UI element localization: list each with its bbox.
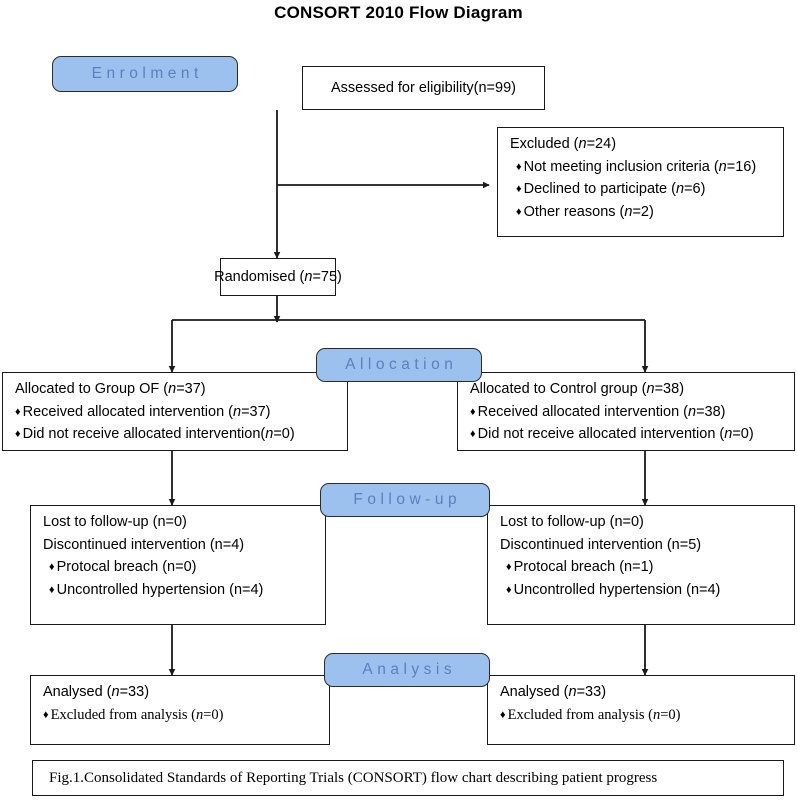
- stage-label-followup: Follow-up: [320, 483, 490, 517]
- followup-left-protocol-breach: Protocal breach (n=0): [43, 560, 313, 575]
- analysed-left-excluded: Excluded from analysis (n=0): [43, 707, 317, 723]
- stage-label-enrolment: Enrolment: [52, 56, 238, 92]
- analysed-right-excluded: Excluded from analysis (n=0): [500, 707, 782, 723]
- randomised-box: Randomised (n=75): [214, 258, 342, 296]
- followup-right-lost: Lost to follow-up (n=0): [500, 514, 644, 530]
- allocated-control-group-box: Allocated to Control group (n=38) Receiv…: [457, 372, 795, 451]
- excluded-reason-other: Other reasons (n=2): [510, 204, 771, 220]
- allocated-control-received: Received allocated intervention (n=38): [470, 404, 782, 420]
- allocated-control-not-received: Did not receive allocated intervention (…: [470, 427, 782, 442]
- followup-control-group-box: Lost to follow-up (n=0) Discontinued int…: [487, 505, 795, 625]
- figure-caption-box: Fig.1.Consolidated Standards of Reportin…: [32, 760, 784, 796]
- randomised-text: Randomised (n=75): [214, 268, 342, 285]
- followup-right-uncontrolled-hypertension: Uncontrolled hypertension (n=4): [500, 582, 782, 598]
- assessed-for-eligibility-box: Assessed for eligibility(n=99): [302, 66, 545, 110]
- followup-left-lost: Lost to follow-up (n=0): [43, 514, 187, 530]
- stage-label-analysis: Analysis: [324, 653, 490, 687]
- figure-caption-text: Fig.1.Consolidated Standards of Reportin…: [49, 769, 658, 786]
- excluded-reason-declined: Declined to participate (n=6): [510, 182, 771, 197]
- stage-label-allocation-text: Allocation: [345, 356, 458, 373]
- allocated-control-header: Allocated to Control group (n=38): [470, 381, 685, 397]
- analysed-right-header: Analysed (n=33): [500, 684, 607, 700]
- followup-left-uncontrolled-hypertension: Uncontrolled hypertension (n=4): [43, 582, 313, 598]
- allocated-group-of-received: Received allocated intervention (n=37): [15, 404, 335, 420]
- stage-label-enrolment-text: Enrolment: [91, 65, 203, 82]
- stage-label-followup-text: Follow-up: [353, 491, 462, 508]
- allocated-group-of-box: Allocated to Group OF (n=37) Received al…: [2, 372, 348, 451]
- followup-group-of-box: Lost to follow-up (n=0) Discontinued int…: [30, 505, 326, 625]
- followup-right-protocol-breach: Protocal breach (n=1): [500, 560, 782, 575]
- analysed-group-of-box: Analysed (n=33) Excluded from analysis (…: [30, 675, 330, 745]
- allocated-group-of-not-received: Did not receive allocated intervention(n…: [15, 427, 335, 442]
- excluded-box: Excluded (n=24) Not meeting inclusion cr…: [497, 127, 784, 237]
- stage-label-analysis-text: Analysis: [362, 661, 457, 678]
- excluded-header: Excluded (n=24): [510, 136, 617, 152]
- followup-right-discontinued: Discontinued intervention (n=5): [500, 536, 702, 553]
- allocated-group-of-header: Allocated to Group OF (n=37): [15, 381, 206, 397]
- followup-left-discontinued: Discontinued intervention (n=4): [43, 536, 245, 553]
- excluded-reason-not-meeting-criteria: Not meeting inclusion criteria (n=16): [510, 159, 771, 175]
- stage-label-allocation: Allocation: [316, 348, 482, 382]
- page-title: CONSORT 2010 Flow Diagram: [274, 3, 523, 22]
- assessed-for-eligibility-text: Assessed for eligibility(n=99): [331, 79, 516, 96]
- analysed-left-header: Analysed (n=33): [43, 684, 150, 700]
- analysed-control-group-box: Analysed (n=33) Excluded from analysis (…: [487, 675, 795, 745]
